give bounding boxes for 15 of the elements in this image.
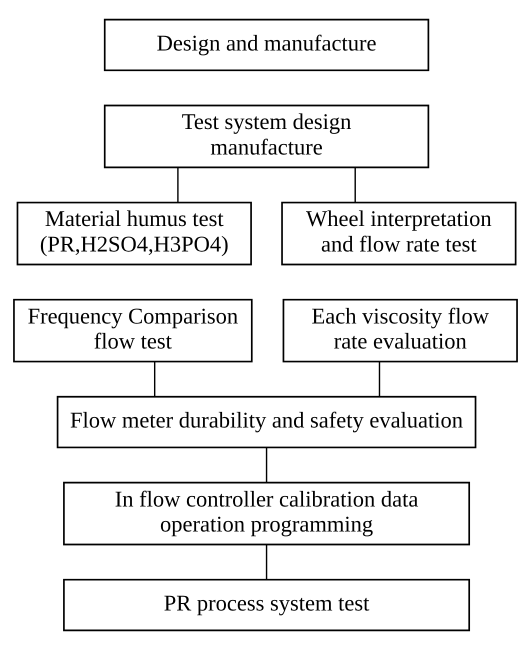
- node-box: PR process system test: [63, 578, 470, 632]
- node-box: Flow meter durability and safety evaluation: [56, 396, 476, 448]
- node-box: In flow controller calibration data operation programming: [63, 482, 470, 546]
- connector: [154, 362, 156, 397]
- connector: [354, 168, 356, 202]
- connector: [177, 168, 179, 202]
- node-box: Design and manufacture: [104, 18, 430, 72]
- connector: [266, 448, 268, 482]
- node-box: Wheel interpretation and flow rate test: [281, 202, 516, 266]
- node-box: Test system design manufacture: [104, 104, 430, 168]
- node-box: Material humus test (PR,H2SO4,H3PO4): [16, 202, 252, 266]
- connector: [378, 362, 380, 397]
- node-box: Frequency Comparison flow test: [13, 298, 253, 362]
- connector: [266, 544, 268, 580]
- node-box: Each viscosity flow rate evaluation: [282, 298, 518, 362]
